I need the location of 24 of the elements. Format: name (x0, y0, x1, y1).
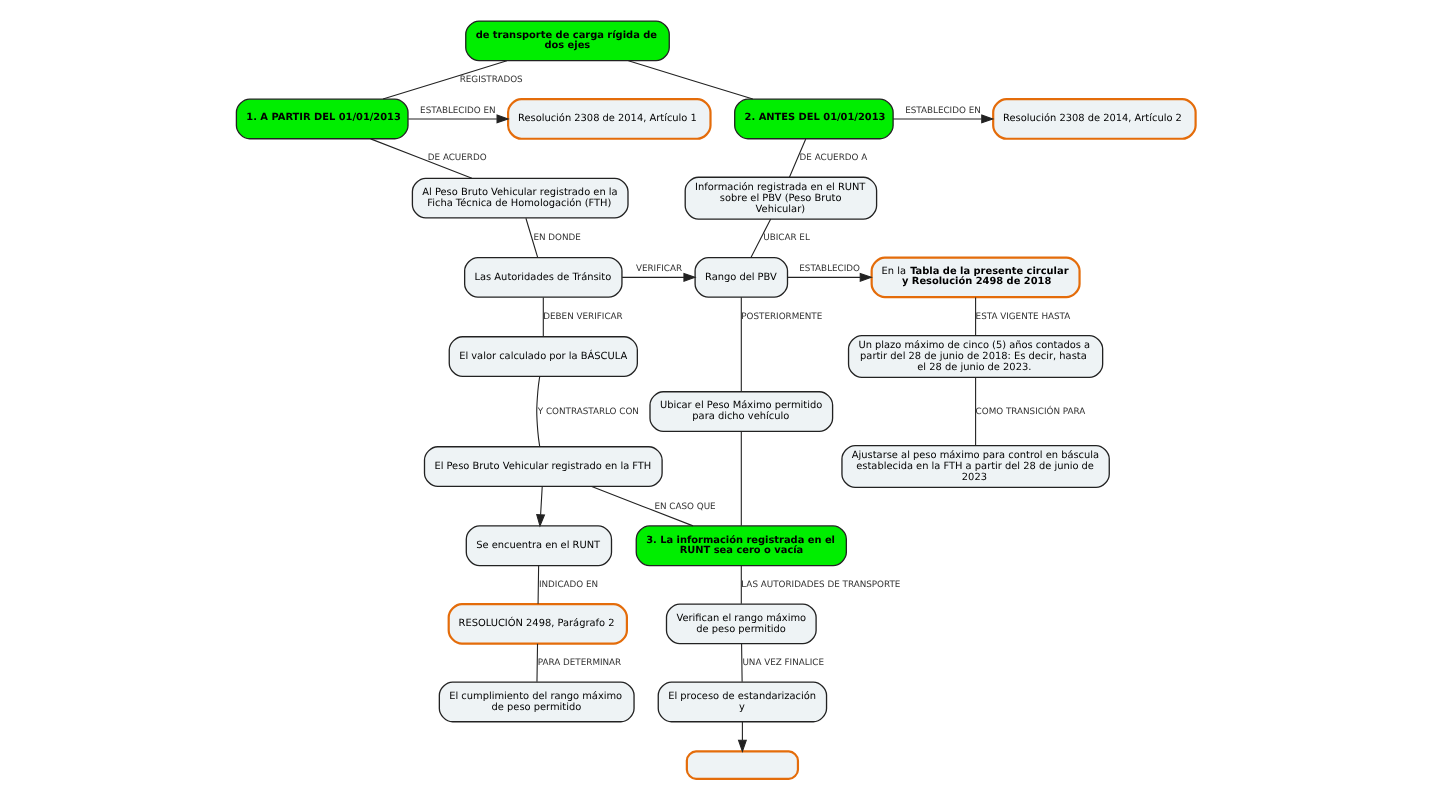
arrow (620, 272, 696, 282)
connector (739, 296, 741, 393)
connector (749, 218, 771, 258)
connector (787, 138, 806, 178)
arrow (786, 272, 872, 282)
node-box (684, 750, 799, 781)
arrow (891, 114, 994, 124)
connector (381, 60, 507, 100)
arrow (406, 114, 509, 124)
connector (974, 377, 976, 447)
connector (590, 485, 693, 527)
arrow (736, 721, 747, 753)
connector (626, 60, 753, 100)
connector (740, 643, 742, 683)
connector (739, 431, 741, 527)
connector (536, 565, 539, 605)
connector (369, 138, 472, 179)
connector (974, 296, 976, 337)
connector (524, 217, 538, 258)
connector (541, 296, 543, 338)
connector (535, 643, 538, 683)
arrow (535, 486, 545, 528)
connector (739, 565, 741, 605)
connector (535, 376, 540, 447)
